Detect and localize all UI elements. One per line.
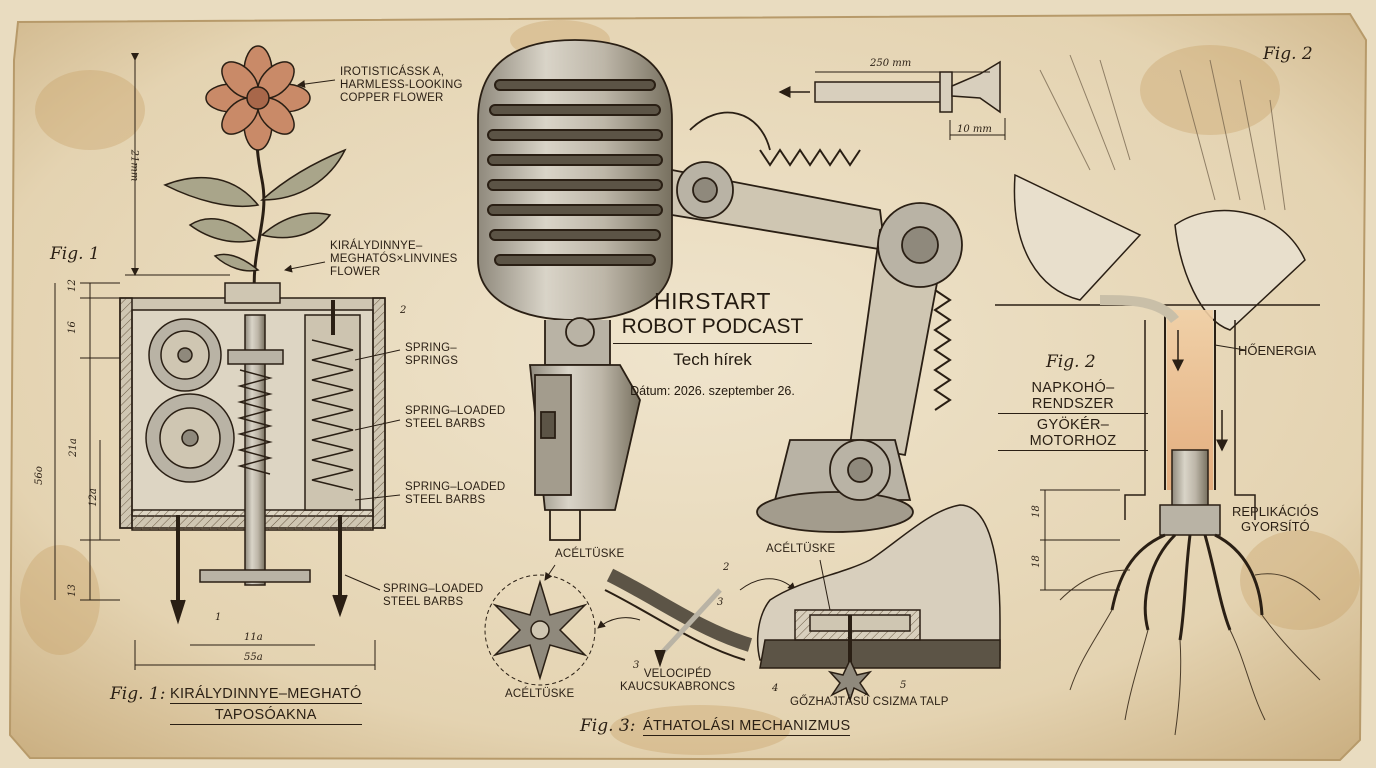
fig1-dim-16: 16 bbox=[66, 321, 78, 334]
fig1-dim-13: 13 bbox=[66, 584, 78, 597]
fig3-label-tire: VELOCIPÉD KAUCSUKABRONCS bbox=[620, 668, 736, 694]
gear-icon bbox=[676, 161, 963, 501]
fig3-label-spike-bottom: ACÉLTÜSKE bbox=[505, 688, 575, 700]
fig3-caption: ÁTHATOLÁSI MECHANIZMUS bbox=[643, 718, 851, 736]
fig1-callout-barbs-2: SPRING–LOADED STEEL BARBS bbox=[405, 481, 506, 507]
fig3-num-3a: 3 bbox=[717, 597, 724, 608]
fig1-callout-barbs-3: SPRING–LOADED STEEL BARBS bbox=[383, 583, 484, 609]
fig2-caption-line2: GYÖKÉR–MOTORHOZ bbox=[998, 417, 1148, 451]
bolt-dim-length: 250 mm bbox=[870, 58, 912, 69]
fig1-caption-line1: KIRÁLYDINNYE–MEGHATÓ bbox=[170, 686, 362, 704]
fig1-label: Fig. 1 bbox=[50, 244, 100, 264]
solar-dish-icon bbox=[1013, 173, 1142, 301]
copper-flower-icon bbox=[205, 45, 311, 151]
fig2-label-top: Fig. 2 bbox=[1263, 44, 1313, 64]
fig1-callout-springs: SPRING– SPRINGS bbox=[405, 342, 459, 368]
podcast-title-block: HIRSTART ROBOT PODCAST Tech hírek Dátum:… bbox=[605, 288, 820, 398]
fig1-dim-560: 56o bbox=[33, 466, 45, 485]
bolt-part bbox=[778, 60, 1006, 140]
fig3-penetration bbox=[484, 504, 1001, 703]
fig3-num-3b: 3 bbox=[633, 660, 640, 671]
fig3-num-4: 4 bbox=[772, 683, 779, 694]
fig1-callout-flower2: KIRÁLYDINNYE– MEGHATÓS×LINVINES FLOWER bbox=[330, 240, 458, 279]
fig2-dim-18b: 18 bbox=[1030, 555, 1042, 568]
fig1-dim-11a: 11a bbox=[244, 632, 263, 643]
fig3-label-spike-boot: ACÉLTÜSKE bbox=[766, 543, 836, 555]
fig2-caption-line1: NAPKOHÓ–RENDSZER bbox=[998, 380, 1148, 414]
fig1-dim-21a: 21a bbox=[67, 438, 79, 457]
fig1-num-1: 1 bbox=[215, 612, 222, 623]
microphone-robot-arm bbox=[477, 39, 963, 541]
gear-icon bbox=[148, 318, 222, 392]
fig2-caption: NAPKOHÓ–RENDSZER GYÖKÉR–MOTORHOZ bbox=[998, 380, 1148, 451]
fig1-caption-line2: TAPOSÓAKNA bbox=[170, 707, 362, 725]
solar-dish-icon bbox=[1174, 209, 1306, 331]
title-tech-news: Tech hírek bbox=[673, 350, 752, 369]
fig1-mine bbox=[54, 45, 401, 670]
fig1-caption-prefix: Fig. 1: bbox=[110, 684, 166, 704]
fig3-num-5: 5 bbox=[900, 680, 907, 691]
fig2-dim-18a: 18 bbox=[1030, 505, 1042, 518]
steel-spike-icon bbox=[827, 658, 873, 703]
fig2-callout-heat: HŐENERGIA bbox=[1238, 343, 1317, 358]
title-date: Dátum: 2026. szeptember 26. bbox=[630, 384, 795, 398]
fig1-dim-height: 21mm bbox=[128, 149, 140, 182]
fig2-label: Fig. 2 bbox=[1046, 352, 1096, 372]
fig1-callout-flower: IROTISTICÁSSK A, HARMLESS-LOOKING COPPER… bbox=[340, 66, 463, 105]
fig3-caption-prefix: Fig. 3: bbox=[580, 716, 636, 736]
fig1-caption: KIRÁLYDINNYE–MEGHATÓ TAPOSÓAKNA bbox=[170, 686, 362, 725]
fig3-num-2: 2 bbox=[723, 562, 730, 573]
fig1-num-2: 2 bbox=[400, 305, 407, 316]
gear-icon bbox=[145, 393, 235, 483]
title-robot-podcast: ROBOT PODCAST bbox=[613, 315, 812, 344]
title-hirstart: HIRSTART bbox=[654, 288, 771, 314]
fig3-label-spike-top: ACÉLTÜSKE bbox=[555, 548, 625, 560]
fig1-callout-barbs-1: SPRING–LOADED STEEL BARBS bbox=[405, 405, 506, 431]
fig1-dim-12: 12 bbox=[66, 279, 78, 292]
bolt-dim-diameter: 10 mm bbox=[957, 124, 992, 135]
fig2-callout-replication: REPLIKÁCIÓS GYORSÍTÓ bbox=[1232, 504, 1319, 534]
fig1-dim-55a: 55a bbox=[244, 652, 263, 663]
fig2-solar-system bbox=[995, 54, 1321, 736]
fig1-dim-12a: 12a bbox=[87, 488, 99, 507]
fig3-label-sole: GŐZHAJTÁSÚ CSIZMA TALP bbox=[790, 696, 949, 708]
